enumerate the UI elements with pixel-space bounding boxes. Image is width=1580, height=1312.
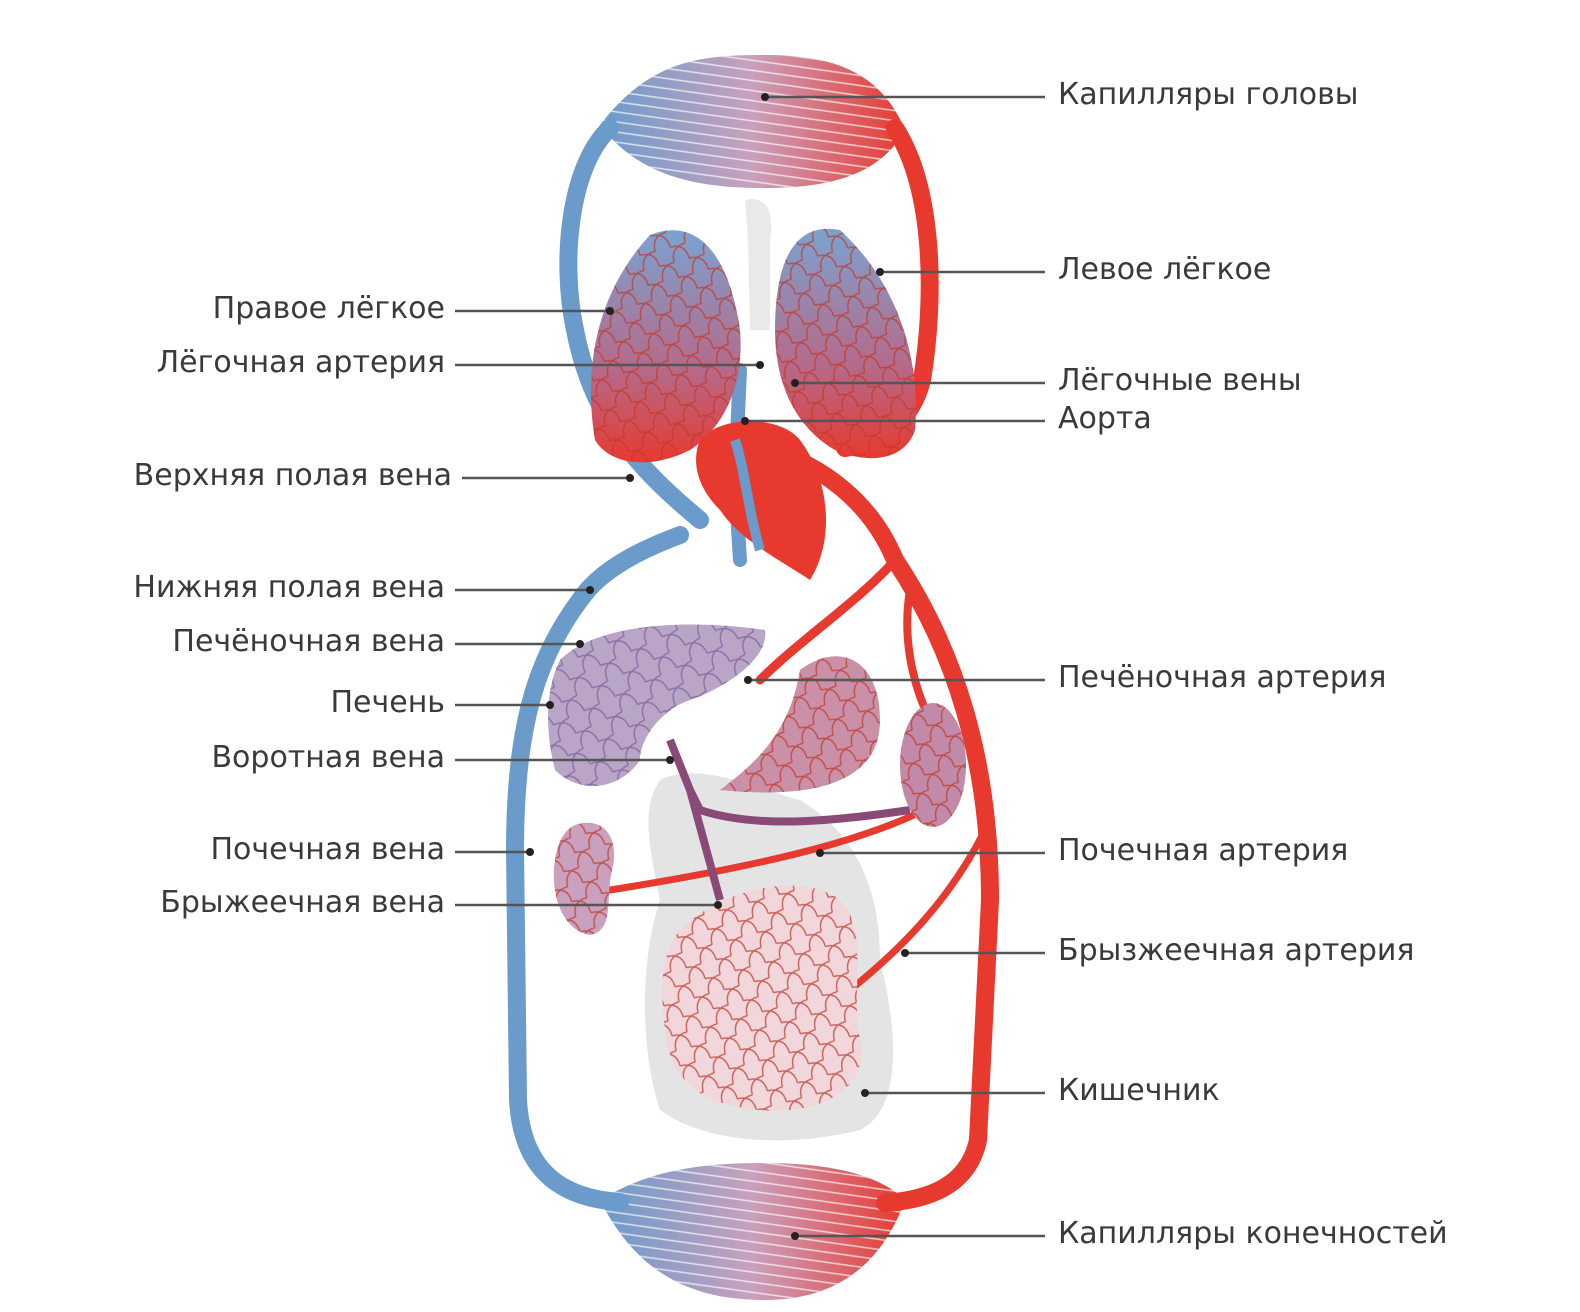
label-inferior-vena-cava: Нижняя полая вена (133, 570, 445, 605)
label-portal-vein: Воротная вена (211, 740, 445, 775)
label-pulmonary-veins: Лёгочные вены (1058, 363, 1302, 398)
superior-vena-cava-vessel (559, 119, 709, 529)
leader-lines (455, 93, 1045, 1240)
heart-shape (696, 421, 827, 580)
label-left-lung: Левое лёгкое (1058, 252, 1272, 287)
renal-artery-dot (816, 849, 824, 857)
label-intestine: Кишечник (1058, 1073, 1220, 1108)
limb-capillaries-dot (791, 1232, 799, 1240)
hepatic-vein-dot (576, 640, 584, 648)
inferior-vena-cava-dot (586, 586, 594, 594)
inferior-vena-cava-vessel (505, 526, 689, 1211)
hepatic-artery-vessel (755, 555, 900, 685)
pulmonary-veins-dot (791, 379, 799, 387)
renal-vein-dot (526, 848, 534, 856)
label-hepatic-artery: Печёночная артерия (1058, 660, 1387, 695)
label-liver: Печень (330, 685, 446, 720)
label-mesenteric-vein: Брыжеечная вена (160, 885, 445, 920)
label-mesenteric-artery: Брызжеечная артерия (1058, 933, 1415, 968)
left-lung-texture (775, 228, 916, 459)
descending-aorta-vessel (761, 441, 1000, 1212)
head-capillaries-dot (761, 93, 769, 101)
label-aorta: Аорта (1058, 401, 1152, 436)
label-hepatic-vein: Печёночная вена (172, 624, 445, 659)
mesenteric-vein-dot (714, 901, 722, 909)
right-lung-texture (590, 230, 741, 463)
head-capillaries-texture (600, 55, 905, 188)
label-renal-vein: Почечная вена (210, 832, 445, 867)
aorta-dot (741, 417, 749, 425)
label-renal-artery: Почечная артерия (1058, 833, 1349, 868)
label-pulmonary-artery: Лёгочная артерия (156, 345, 445, 380)
left-lung-dot (876, 268, 884, 276)
right-lung-dot (606, 307, 614, 315)
liver-texture (548, 624, 766, 787)
label-head-capillaries: Капилляры головы (1058, 77, 1359, 112)
intestine-texture (662, 885, 862, 1111)
superior-vena-cava-dot (626, 474, 634, 482)
trachea-shape (745, 199, 772, 330)
mesenteric-artery-vessel (846, 826, 989, 994)
label-superior-vena-cava: Верхняя полая вена (133, 458, 452, 493)
kidney-texture (553, 822, 615, 935)
hepatic-artery-dot (744, 676, 752, 684)
liver-dot (546, 701, 554, 709)
portal-vein-shape (666, 738, 911, 902)
pulmonary-artery-dot (756, 361, 764, 369)
limb-capillaries-texture (600, 1163, 905, 1300)
heart-vein-shape (730, 438, 765, 552)
stomach-texture (720, 656, 880, 793)
mesenteric-artery-dot (901, 949, 909, 957)
label-right-lung: Правое лёгкое (212, 291, 445, 326)
portal-vein-dot (666, 756, 674, 764)
spleen-texture (900, 703, 966, 827)
label-limb-capillaries: Капилляры конечностей (1058, 1216, 1448, 1251)
intestine-dot (861, 1089, 869, 1097)
